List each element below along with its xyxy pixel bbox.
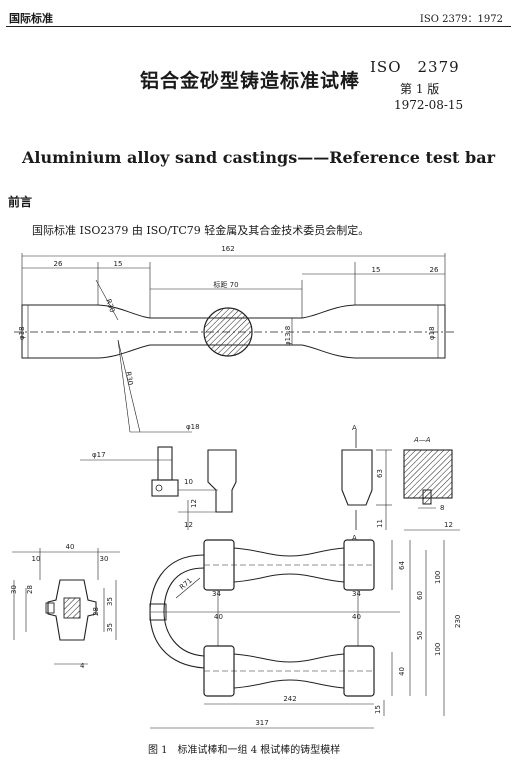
dim-sprue-w30: 30 — [100, 555, 109, 563]
dim-dia-left: φ18 — [18, 326, 26, 340]
test-bar-outline — [21, 304, 446, 359]
publication-date: 1972-08-15 — [394, 98, 464, 112]
section-dimension-texts: A A A—A 63 11 8 12 — [352, 424, 453, 542]
pattern-dimension-texts: R71 34 34 40 40 64 60 100 50 100 40 230 … — [178, 561, 462, 727]
header-rule — [6, 26, 511, 27]
dim-end-right: 26 — [430, 266, 439, 274]
dim-gate-d18: φ18 — [186, 423, 200, 431]
dim-w34b: 34 — [352, 590, 361, 598]
dim-gauge: 标距 70 — [213, 280, 238, 289]
dim-h11: 11 — [376, 519, 384, 528]
title-chinese: 铝合金砂型铸造标准试棒 — [140, 70, 361, 92]
dim-sprue-h35a: 35 — [106, 597, 114, 606]
dim-gate-h12: 12 — [190, 499, 198, 508]
dim-sprue-h28b: 28 — [92, 607, 100, 616]
dim-fillet-left: 15 — [114, 260, 123, 268]
dim-sprue-h35b: 35 — [106, 623, 114, 632]
dim-end-left: 26 — [54, 260, 63, 268]
dim-h63: 63 — [376, 469, 384, 478]
dim-h40: 40 — [398, 667, 406, 676]
section-title: A—A — [413, 436, 431, 444]
header-category: 国际标准 — [9, 12, 53, 25]
dim-h50: 50 — [416, 631, 424, 640]
dim-sprue-w4: 4 — [80, 662, 85, 670]
foreword-paragraph: 国际标准 ISO2379 由 ISO/TC79 轻金属及其合金技术委员会制定。 — [32, 224, 370, 237]
dim-sprue-w10: 10 — [32, 555, 41, 563]
dim-dia-right: φ18 — [428, 326, 436, 340]
dim-fillet-right: 15 — [372, 266, 381, 274]
standard-number: ISO 2379 — [370, 58, 460, 76]
gate-dimension-texts: φ18 φ17 10 12 12 — [92, 423, 200, 529]
dim-gate-w10: 10 — [184, 478, 193, 486]
dim-h230: 230 — [454, 615, 462, 628]
cross-section-circle — [203, 307, 253, 357]
dim-w8: 8 — [440, 504, 444, 512]
dim-w34a: 34 — [212, 590, 221, 598]
sprue-dimension-texts: 40 10 30 30 28 35 28 35 4 — [10, 543, 114, 670]
figure-caption: 图 1 标准试棒和一组 4 根试棒的铸型模样 — [148, 745, 341, 756]
dim-dia-mid: φ13.8 — [284, 326, 292, 346]
header-standard-ref: ISO 2379：1972 — [419, 14, 503, 25]
edition: 第 1 版 — [400, 82, 440, 96]
dim-w317: 317 — [255, 719, 268, 727]
dim-h100b: 100 — [434, 643, 442, 656]
dim-w242: 242 — [283, 695, 296, 703]
dim-w40b: 40 — [352, 613, 361, 621]
dim-h64: 64 — [398, 561, 406, 570]
dim-w12: 12 — [444, 521, 453, 529]
dim-w40a: 40 — [214, 613, 223, 621]
dim-sprue-h28: 28 — [26, 585, 34, 594]
dim-sprue-w40: 40 — [66, 543, 75, 551]
dim-h60: 60 — [416, 591, 424, 600]
dim-overall: 162 — [221, 245, 234, 253]
section-label-a2: A — [352, 534, 357, 542]
foreword-heading: 前言 — [8, 195, 33, 209]
test-bar-dimension-texts: 162 26 15 标距 70 15 26 R30 R30 φ18 φ13.8 … — [18, 245, 439, 386]
section-label-a1: A — [352, 424, 357, 432]
dim-h100a: 100 — [434, 571, 442, 584]
dim-sprue-h30: 30 — [10, 585, 18, 594]
dim-h15: 15 — [374, 705, 382, 714]
dim-gate-w12: 12 — [184, 521, 193, 529]
dim-gate-d17: φ17 — [92, 451, 106, 459]
title-english: Aluminium alloy sand castings——Reference… — [21, 148, 495, 167]
dim-radius-bottom: R30 — [124, 371, 134, 386]
